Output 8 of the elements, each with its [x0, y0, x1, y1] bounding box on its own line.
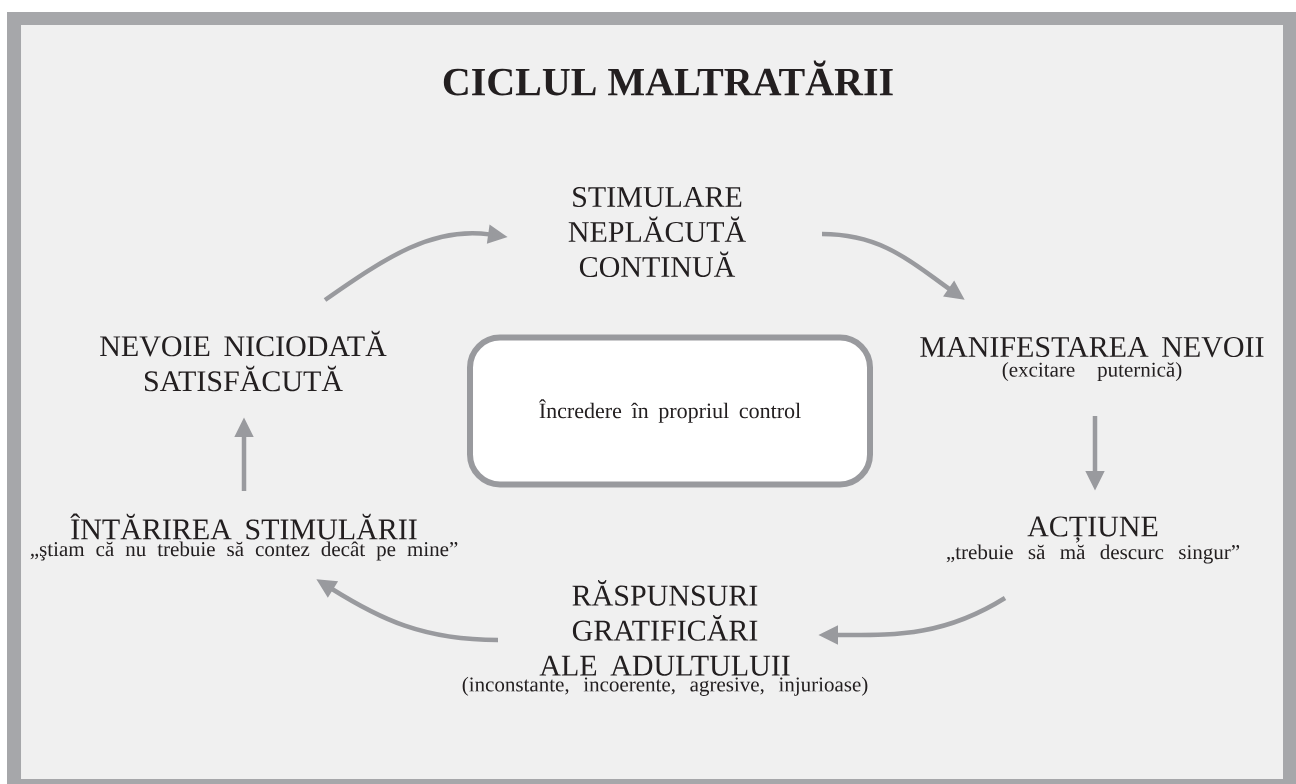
cycle-step: MANIFESTAREA NEVOII (excitare puternică)	[920, 336, 1264, 382]
cycle-step: ÎNTĂRIREA STIMULĂRII „ştiam că nu trebuie să contez decât pe mine”	[30, 513, 458, 561]
rounded-box: Încredere în propriul control	[467, 334, 873, 488]
cycle-step: ACȚIUNE „trebuie să mă descurc singur”	[946, 516, 1240, 564]
cycle-step: STIMULARE NEPLĂCUTĂ CONTINUĂ	[568, 186, 746, 278]
cycle-step: NEVOIE NICIODATĂ SATISFĂCUTĂ	[100, 330, 387, 392]
cycle-step: RĂSPUNSURI GRATIFICĂRI ALE ADULTULUII (inconstante, incoerente, agresive, injurioase)	[462, 580, 868, 696]
title: CICLUL MALTRATĂRII	[443, 60, 893, 96]
